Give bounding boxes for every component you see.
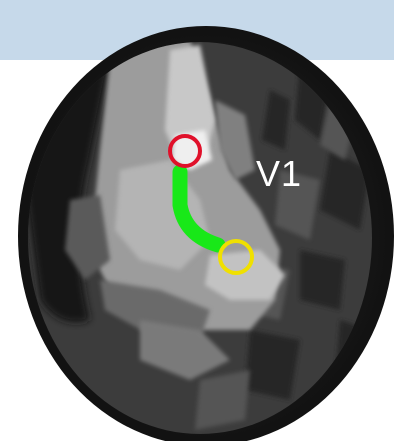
region-label-v1: V1: [256, 156, 302, 192]
